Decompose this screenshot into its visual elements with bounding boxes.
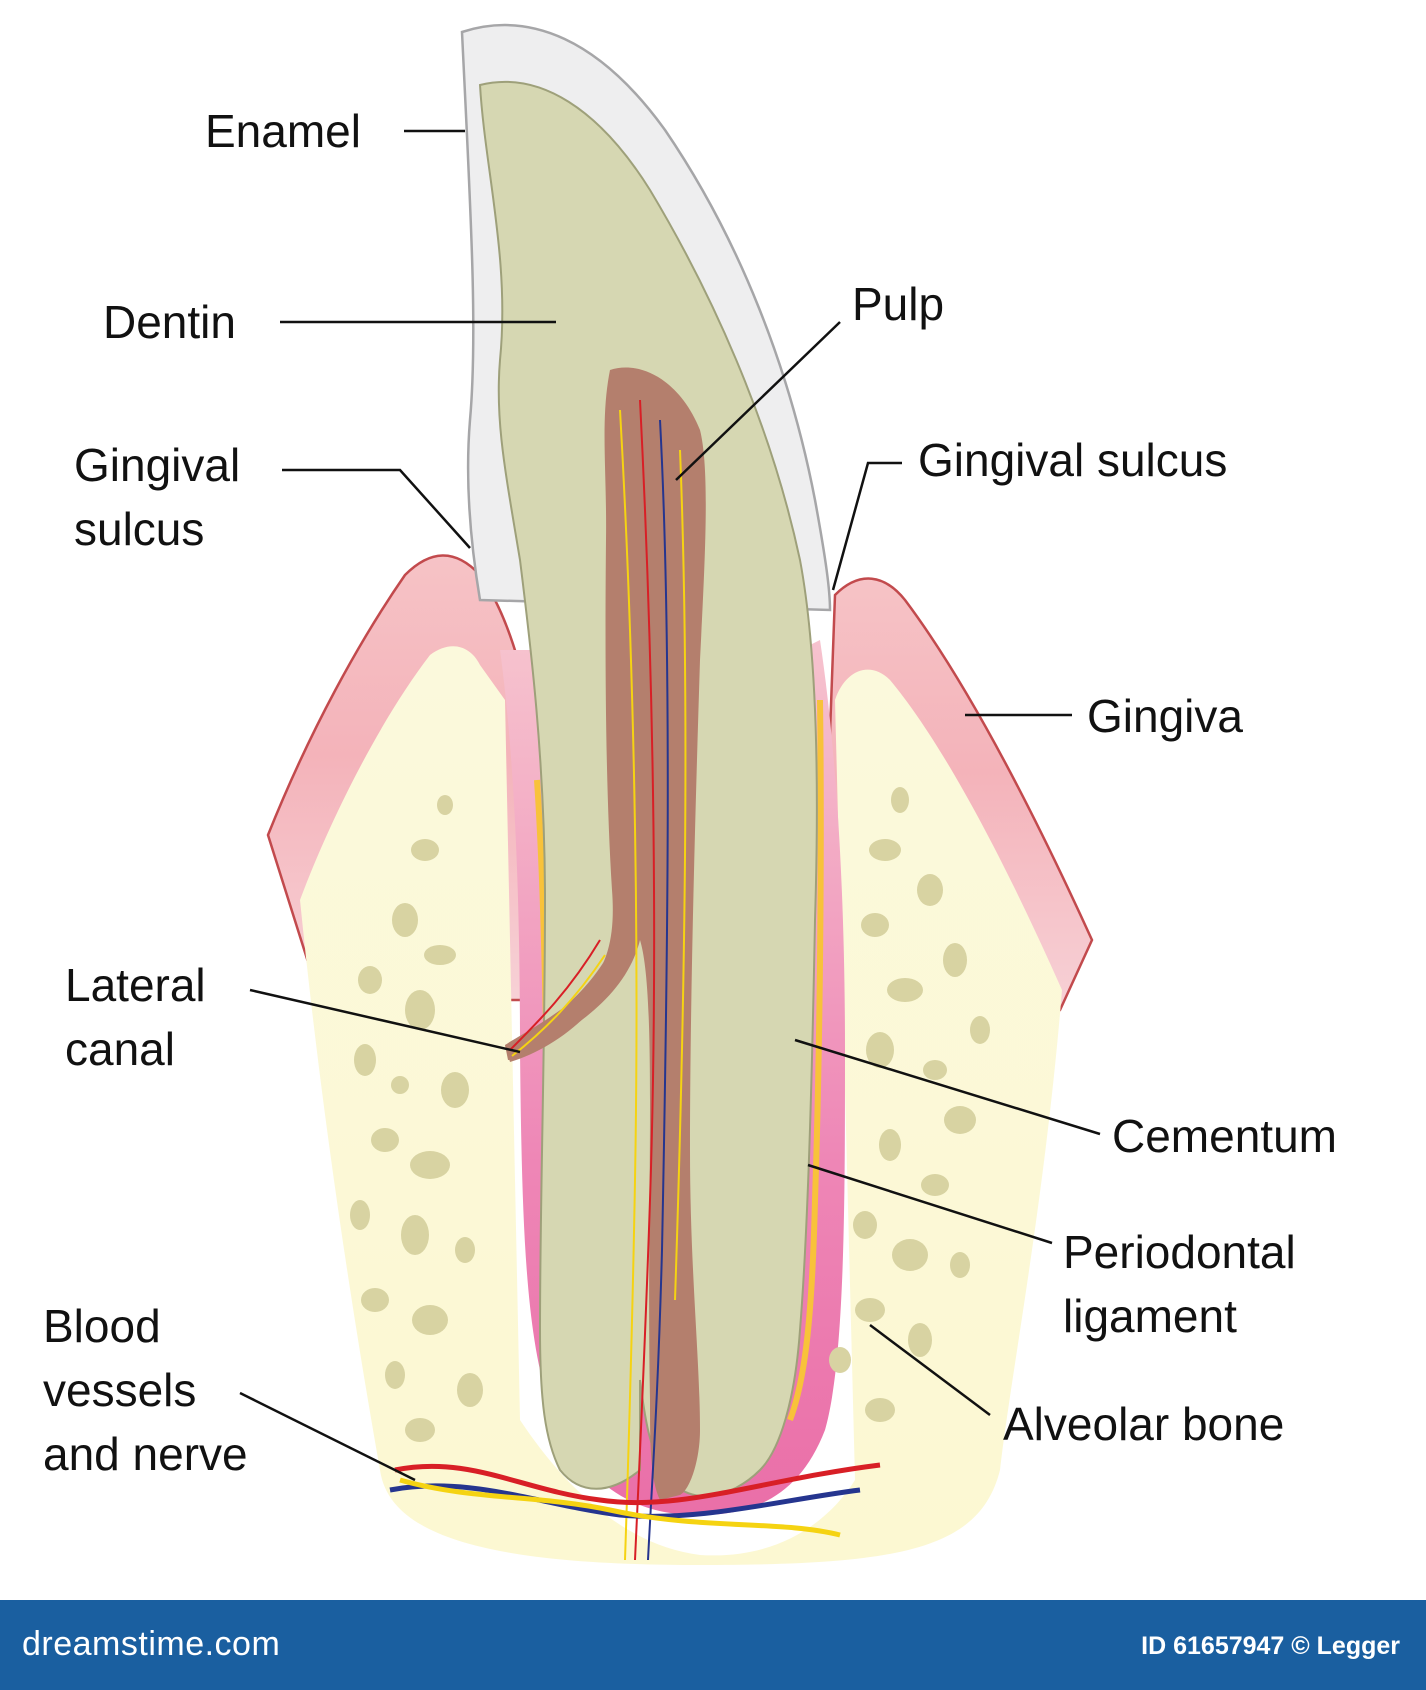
- label-gingival-sulcus-left: Gingival sulcus: [74, 439, 241, 555]
- label-cementum: Cementum: [1112, 1110, 1337, 1162]
- label-gingival-sulcus-right: Gingival sulcus: [918, 434, 1228, 486]
- label-gingiva: Gingiva: [1087, 690, 1243, 742]
- cementum-right: [787, 699, 824, 1422]
- tooth-illustration: [239, 23, 1101, 1565]
- base-vessels: [389, 1462, 881, 1538]
- leader-lines: [239, 129, 1101, 1482]
- pulp-vessels: [509, 399, 687, 1561]
- label-dentin: Dentin: [103, 296, 236, 348]
- label-periodontal-ligament: Periodontal ligament: [1063, 1226, 1296, 1342]
- label-lateral-canal: Lateral canal: [65, 959, 206, 1075]
- footer-image-id: ID 61657947 © Legger: [1141, 1632, 1400, 1660]
- label-blood-vessels-nerve: Blood vessels and nerve: [43, 1300, 248, 1480]
- alveolar-bone-spots: [350, 787, 990, 1442]
- label-alveolar-bone: Alveolar bone: [1003, 1398, 1285, 1450]
- footer-brand: dreamstime.com: [22, 1625, 281, 1663]
- alveolar-bone-shape: [300, 646, 1062, 1565]
- watermark-footer: dreamstime.com ID 61657947 © Legger: [0, 1600, 1426, 1690]
- label-pulp: Pulp: [852, 278, 945, 330]
- label-enamel: Enamel: [205, 105, 361, 157]
- pulp-shape: [505, 367, 706, 1500]
